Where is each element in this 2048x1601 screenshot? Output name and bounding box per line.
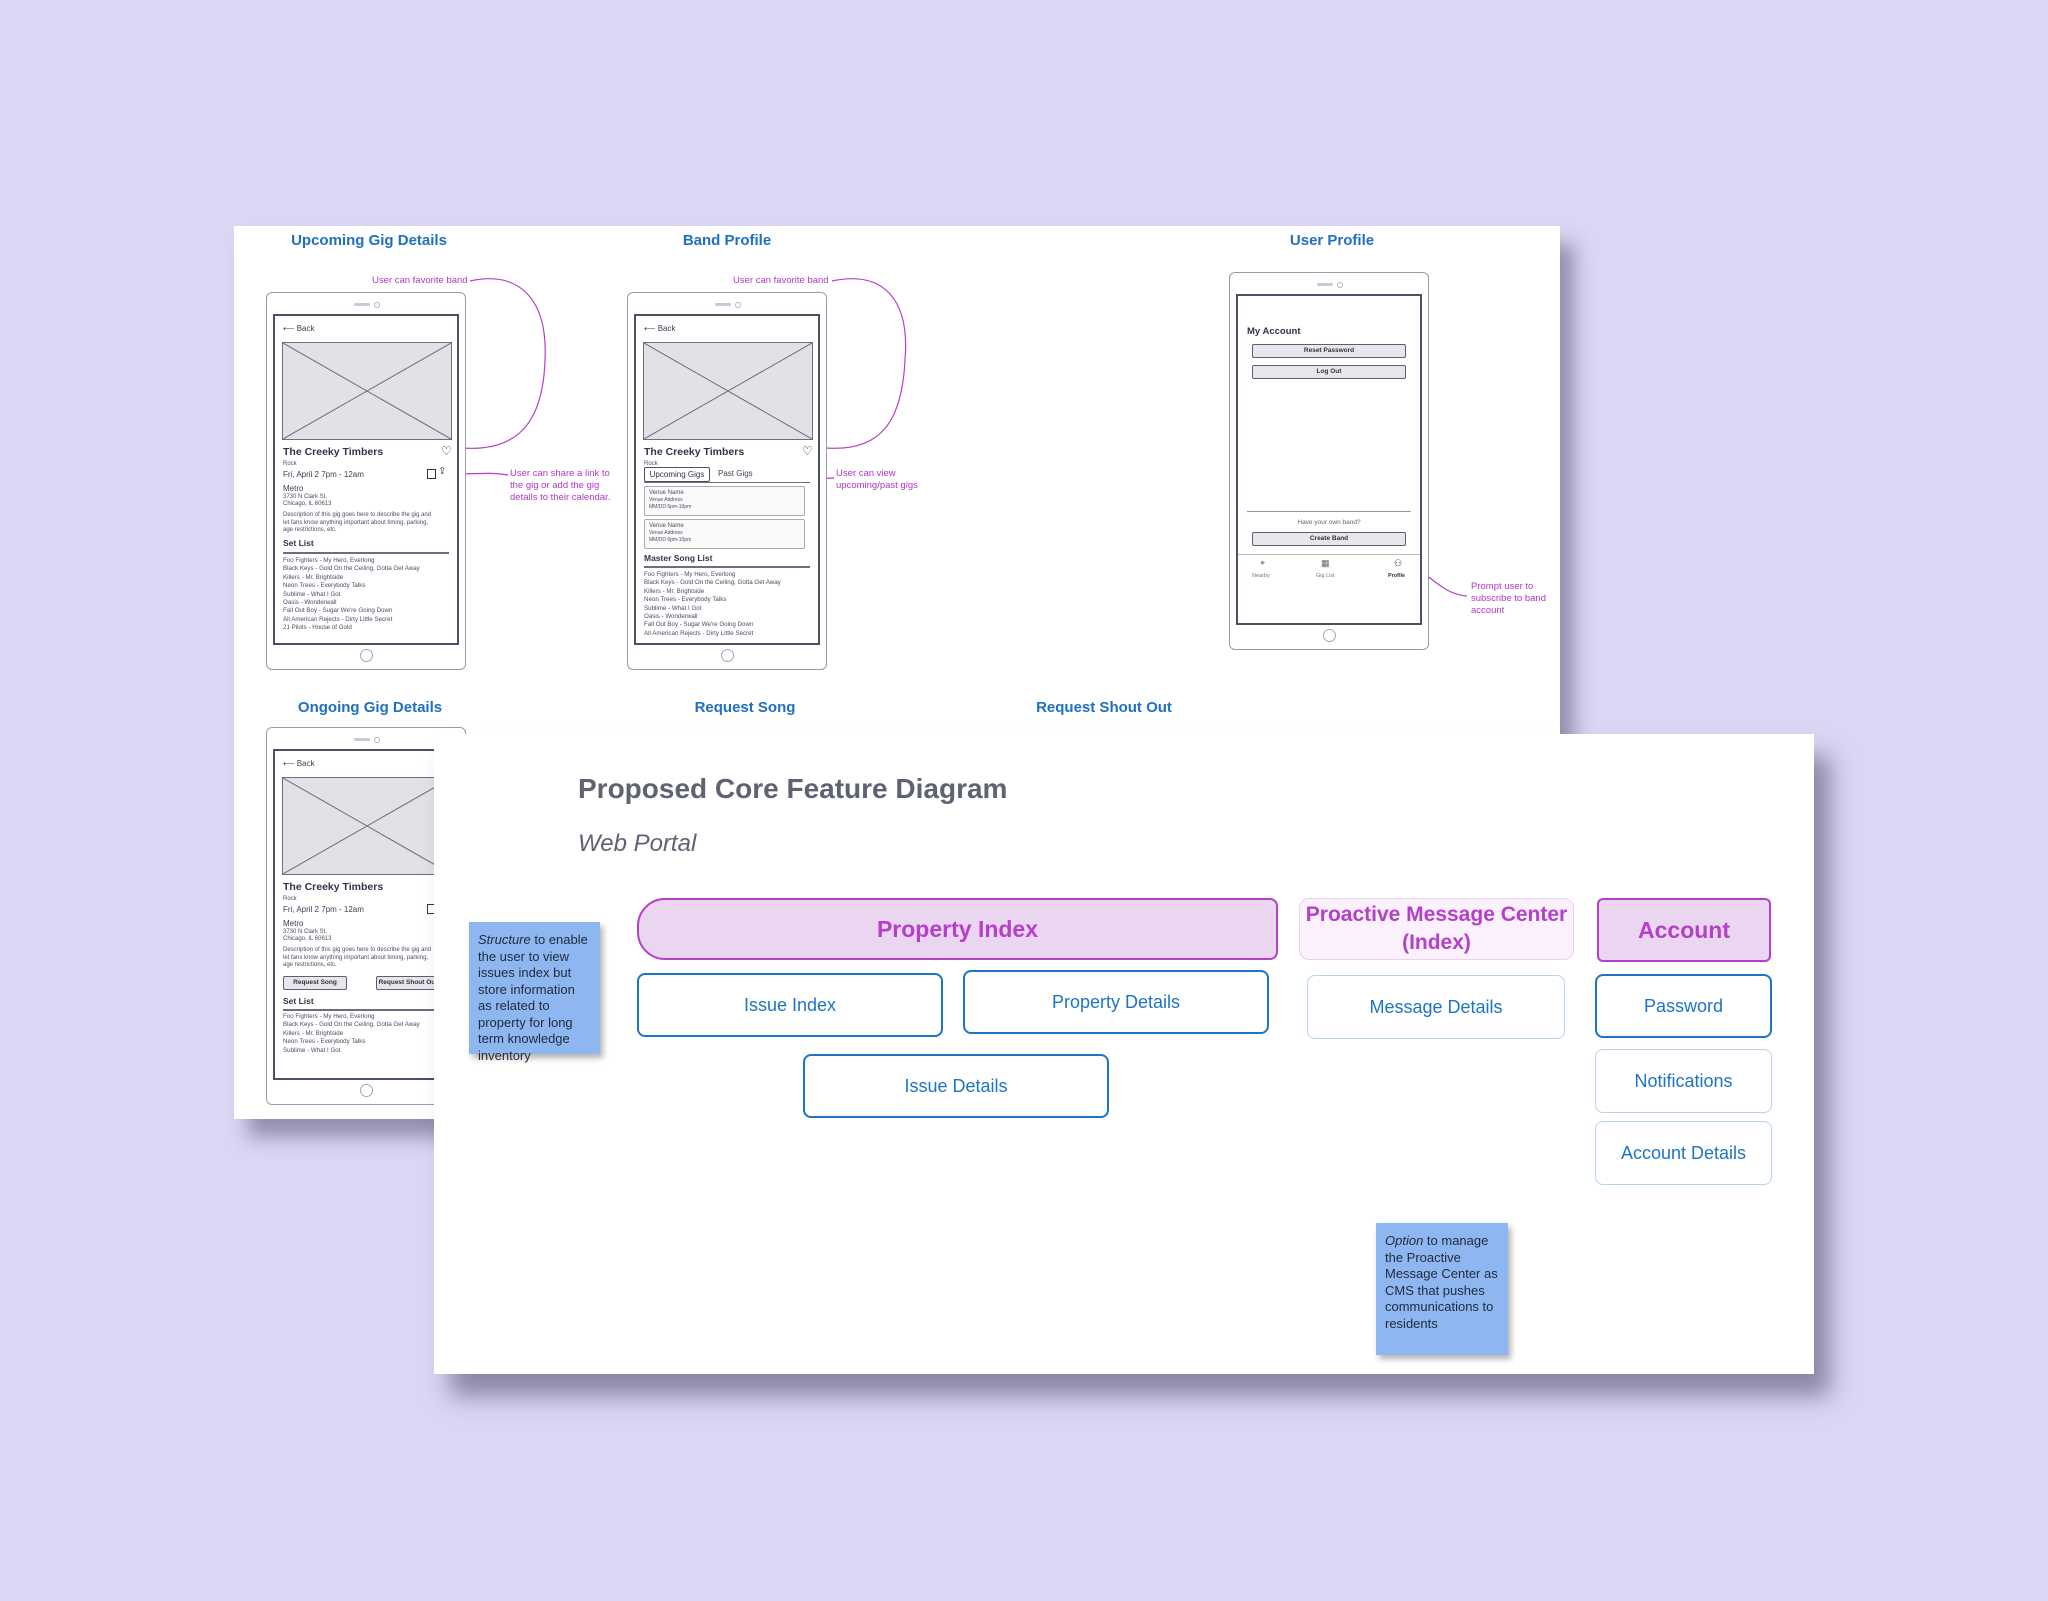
- sticky-note-structure: Structure to enable the user to view iss…: [469, 922, 600, 1063]
- diagram-subtitle: Web Portal: [578, 830, 697, 857]
- create-band-button[interactable]: Create Band: [1252, 532, 1406, 546]
- my-account-title: My Account: [1247, 326, 1301, 337]
- node-message-details[interactable]: Message Details: [1307, 975, 1565, 1039]
- request-shout-out-button[interactable]: Request Shout Out: [376, 976, 440, 990]
- annotation-prompt-subscribe: Prompt user to subscribe to band account: [1471, 581, 1546, 616]
- back-button[interactable]: ⟵ Back: [644, 324, 676, 333]
- venue-card[interactable]: Venue Name Venue Address MM/DD 6pm-10pm: [644, 519, 805, 549]
- section-title-request-song: Request Song: [694, 699, 796, 716]
- node-account-details[interactable]: Account Details: [1595, 1121, 1772, 1185]
- venue-card[interactable]: Venue Name Venue Address MM/DD 6pm-10pm: [644, 486, 805, 516]
- band-image-placeholder: [643, 342, 813, 440]
- section-title-band-profile: Band Profile: [682, 232, 772, 249]
- log-out-button[interactable]: Log Out: [1252, 365, 1406, 379]
- band-name: The Creeky Timbers: [644, 446, 745, 458]
- nav-nearby[interactable]: Nearby: [1252, 573, 1270, 579]
- annotation-favorite-band-2: User can favorite band: [733, 275, 829, 286]
- set-list: Foo Fighters - My Hero, Everlong Black K…: [283, 1013, 420, 1054]
- node-issue-index[interactable]: Issue Index: [637, 973, 943, 1037]
- node-property-index[interactable]: Property Index: [637, 898, 1278, 960]
- set-list: Foo Fighters - My Hero, Everlong Black K…: [283, 557, 420, 632]
- song-list: Foo Fighters - My Hero, Everlong Black K…: [644, 571, 781, 637]
- phone-ongoing-gig: ⟵ Back The Creeky Timbers Rock Fri, Apri…: [266, 727, 466, 1105]
- node-password[interactable]: Password: [1595, 974, 1772, 1038]
- annotation-favorite-band: User can favorite band: [372, 275, 468, 286]
- nav-gig-list[interactable]: Gig List: [1316, 573, 1335, 579]
- annotation-view-gigs: User can view upcoming/past gigs: [836, 468, 918, 491]
- phone-upcoming-gig: ⟵ Back The Creeky Timbers ♡ Rock Fri, Ap…: [266, 292, 466, 670]
- heart-icon[interactable]: ♡: [441, 444, 452, 458]
- diagram-title: Proposed Core Feature Diagram: [578, 773, 1008, 804]
- tab-upcoming-gigs[interactable]: Upcoming Gigs: [644, 467, 710, 482]
- section-title-ongoing-gig: Ongoing Gig Details: [297, 699, 443, 716]
- phone-user-profile: My Account Reset Password Log Out Have y…: [1229, 272, 1429, 650]
- phone-band-profile: ⟵ Back The Creeky Timbers ♡ Rock Upcomin…: [627, 292, 827, 670]
- heart-icon[interactable]: ♡: [802, 444, 813, 458]
- section-title-upcoming-gig: Upcoming Gig Details: [291, 232, 447, 249]
- sticky-note-option: Option to manage the Proactive Message C…: [1376, 1223, 1508, 1355]
- back-button[interactable]: ⟵ Back: [283, 324, 315, 333]
- profile-icon[interactable]: ⚇: [1394, 558, 1403, 568]
- section-title-request-shout-out: Request Shout Out: [1036, 699, 1172, 716]
- tab-past-gigs[interactable]: Past Gigs: [718, 469, 753, 478]
- location-icon[interactable]: ⌖: [1260, 558, 1266, 568]
- node-proactive-message-center[interactable]: Proactive Message Center (Index): [1299, 898, 1574, 960]
- node-account[interactable]: Account: [1597, 898, 1771, 962]
- annotation-share-link: User can share a link to the gig or add …: [510, 468, 611, 503]
- node-notifications[interactable]: Notifications: [1595, 1049, 1772, 1113]
- gig-image-placeholder: [282, 777, 452, 875]
- request-song-button[interactable]: Request Song: [283, 976, 347, 990]
- section-title-user-profile: User Profile: [1289, 232, 1375, 249]
- share-icon[interactable]: ⇪: [438, 466, 447, 477]
- node-property-details[interactable]: Property Details: [963, 970, 1269, 1034]
- gig-image-placeholder: [282, 342, 452, 440]
- nav-profile[interactable]: Profile: [1388, 573, 1406, 579]
- calendar-icon[interactable]: [427, 469, 436, 479]
- back-button[interactable]: ⟵ Back: [283, 759, 315, 768]
- band-name: The Creeky Timbers: [283, 446, 384, 458]
- node-issue-details[interactable]: Issue Details: [803, 1054, 1109, 1118]
- feature-diagram-board: [434, 734, 1814, 1374]
- list-icon[interactable]: ▦: [1321, 558, 1330, 568]
- band-name: The Creeky Timbers: [283, 881, 384, 893]
- reset-password-button[interactable]: Reset Password: [1252, 344, 1406, 358]
